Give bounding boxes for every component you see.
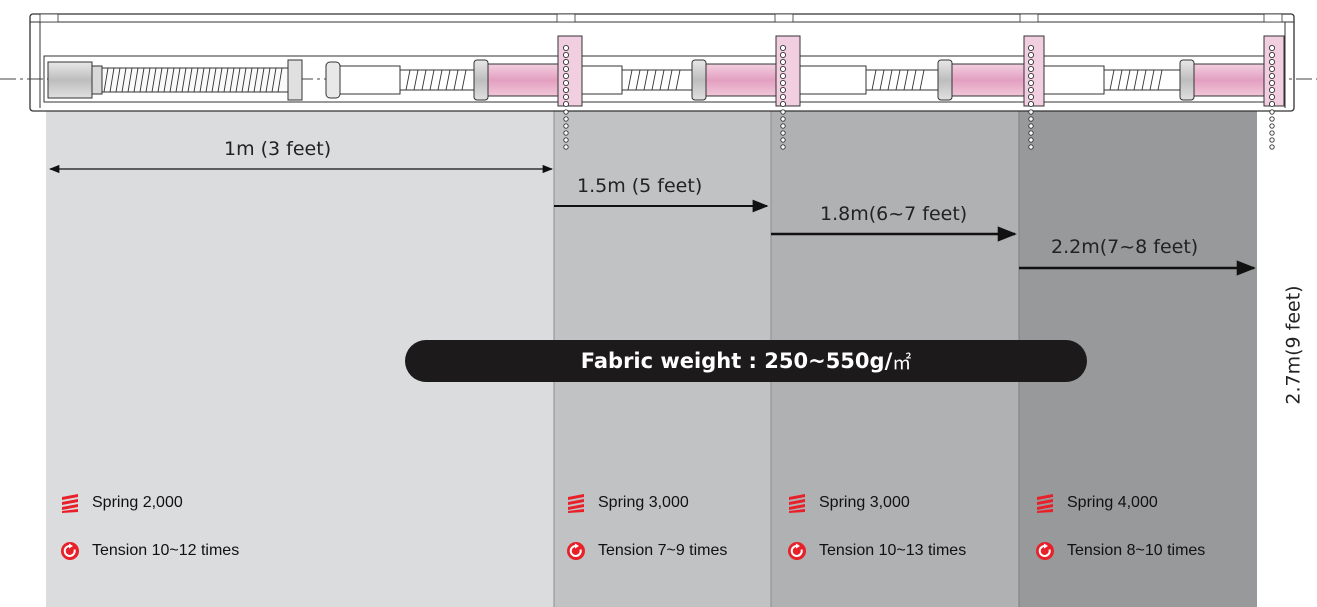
spring-icon (789, 494, 805, 513)
fabric-weight-badge: Fabric weight : 250~550g/㎡ (405, 340, 1087, 382)
top-rail (0, 13, 1317, 112)
bead-chain-4 (1268, 44, 1276, 150)
dimension-label-4: 2.2m(7~8 feet) (1051, 236, 1199, 258)
dimension-label-1: 1m (3 feet) (224, 138, 332, 160)
spec-spring-4: Spring 4,000 (1035, 493, 1158, 513)
spec-tension-1: Tension 10~12 times (60, 541, 239, 561)
bead-chain-1 (562, 44, 570, 150)
bead-chain-2 (779, 44, 787, 150)
bead-chain-3 (1027, 44, 1035, 150)
spec-tension-4: Tension 8~10 times (1035, 541, 1205, 561)
spec-tension-3: Tension 10~13 times (787, 541, 966, 561)
fabric-weight-label: Fabric weight : 250~550g/ (580, 349, 893, 373)
mechanism-4 (1043, 35, 1285, 107)
spring-icon (1037, 494, 1053, 513)
spec-spring-2: Spring 3,000 (566, 493, 689, 513)
spec-spring-1: Spring 2,000 (60, 493, 183, 513)
tension-icon (788, 542, 806, 560)
height-label: 2.7m(9 feet) (1282, 285, 1305, 405)
tension-icon (567, 542, 585, 560)
spring-icon (568, 494, 584, 513)
spring-icon (62, 494, 78, 513)
dimension-label-3: 1.8m(6~7 feet) (820, 203, 968, 225)
spec-tension-2: Tension 7~9 times (566, 541, 727, 561)
spec-spring-3: Spring 3,000 (787, 493, 910, 513)
tension-icon (1036, 542, 1054, 560)
mechanism-1 (47, 35, 583, 107)
dimension-label-2: 1.5m (5 feet) (577, 175, 703, 197)
tension-icon (61, 542, 79, 560)
fabric-weight-unit: ㎡ (892, 351, 912, 374)
